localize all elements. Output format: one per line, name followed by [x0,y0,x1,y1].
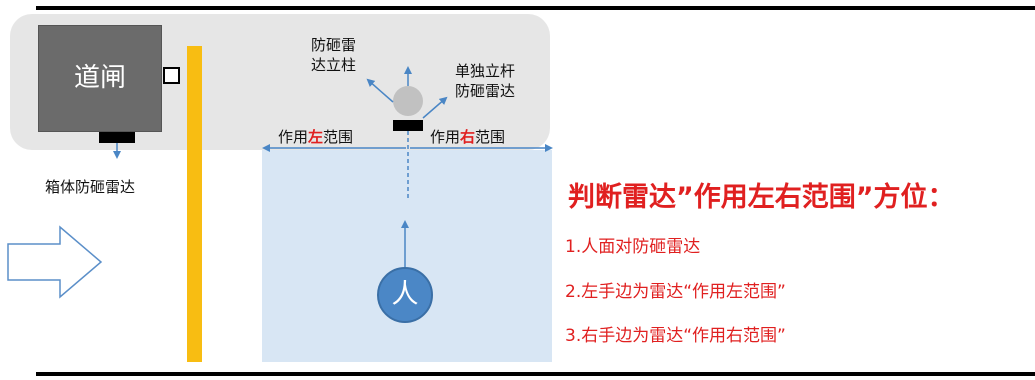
travel-direction-arrow [7,225,103,299]
right-range-prefix: 作用 [430,128,461,146]
bottom-border-line [36,372,1035,376]
left-radar-label-arrow [366,78,394,103]
left-range-prefix: 作用 [278,128,309,146]
barrier-gate-box [38,25,162,132]
standalone-radar-label-arrow [422,96,448,119]
right-range-label: 作用右范围 [430,126,505,147]
left-radar-label-2: 达立柱 [311,56,357,74]
barrier-arm-pole [187,46,202,362]
radar-head-circle [393,86,423,116]
box-radar-sensor [99,132,135,143]
standalone-radar-label-2: 防砸雷达 [455,82,516,100]
person-marker: 人 [377,267,433,323]
left-range-label: 作用左范围 [278,126,353,147]
explanation-item-3: 3.右手边为雷达“作用右范围” [565,326,786,346]
explanation-item-2: 2.左手边为雷达“作用左范围” [565,282,786,302]
explanation-heading: 判断雷达”作用左右范围”方位： [568,182,955,213]
top-border-line [36,6,1035,10]
radar-coverage-zone [262,150,552,362]
person-label: 人 [391,279,419,310]
explanation-item-1: 1.人面对防砸雷达 [565,237,701,257]
standalone-radar-sensor [393,120,423,131]
gate-label: 道闸 [73,63,126,93]
left-range-highlight: 左 [308,128,324,146]
left-radar-label-1: 防砸雷 [311,36,357,54]
right-range-suffix: 范围 [475,128,506,146]
gate-connector-square [163,67,180,84]
right-range-highlight: 右 [460,128,476,146]
standalone-radar-label-1: 单独立杆 [455,62,516,80]
left-range-suffix: 范围 [323,128,354,146]
box-radar-label: 箱体防砸雷达 [45,178,136,196]
